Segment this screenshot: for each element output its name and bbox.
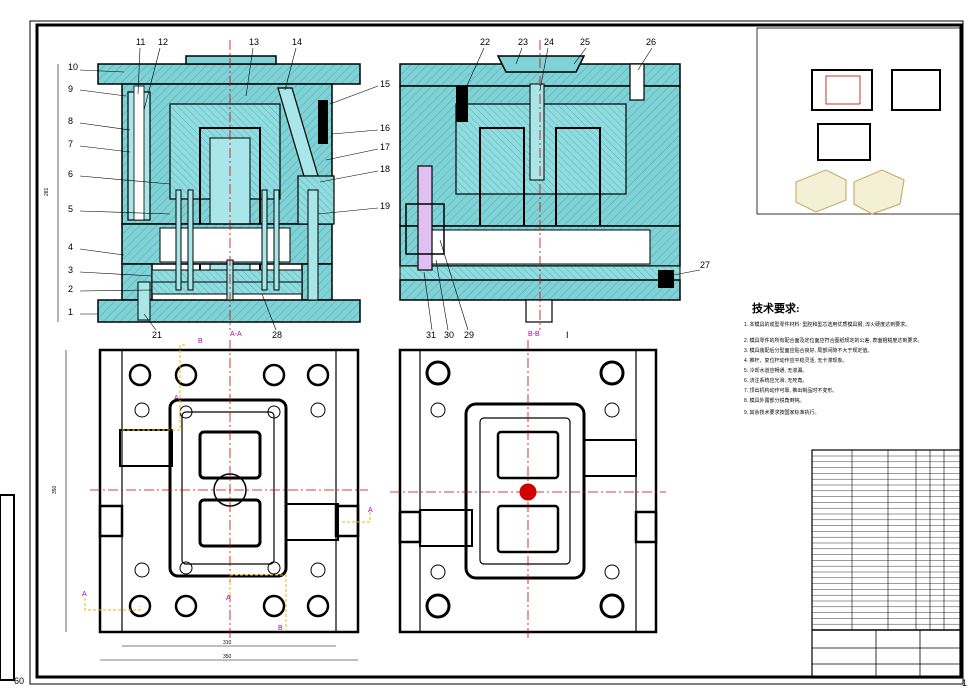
- part-3: 3: [68, 265, 73, 275]
- locating-ring: [185, 55, 277, 65]
- part-24: 24: [544, 37, 554, 47]
- slide-lock-screw: [318, 100, 328, 144]
- parts-list: [811, 449, 961, 679]
- svg-text:B: B: [198, 338, 203, 345]
- part-27: 27: [700, 260, 710, 270]
- left-section-view: 2 8 1: [44, 40, 361, 330]
- corner-mark-bottom-left: 60: [14, 676, 24, 686]
- part-13: 13: [249, 37, 259, 47]
- tech-title: 技术要求:: [752, 301, 800, 315]
- part-15: 15: [380, 79, 390, 89]
- part-30: 30: [444, 330, 454, 340]
- part-19: 19: [380, 201, 390, 211]
- right-plan-view: [390, 340, 666, 640]
- right-part-numbers: 22 23 24 25 26 27 31 30 29 B-B I: [426, 37, 710, 340]
- part-12: 12: [158, 37, 168, 47]
- plan-outline-left: [98, 348, 360, 634]
- left-stub-frame: [0, 494, 15, 681]
- plan-width-outer-dim: 350: [223, 654, 232, 660]
- screw-r1: [456, 86, 468, 122]
- parts-list-rows: [812, 455, 960, 625]
- section-label-right: B-B: [528, 331, 540, 338]
- top-clamp-plate: [97, 63, 361, 85]
- part-29: 29: [464, 330, 474, 340]
- corner-mark-right: 1: [962, 678, 967, 688]
- part-21: 21: [152, 330, 162, 340]
- tech-requirements: 技术要求: 1. 本模具的成型零件材料: 型腔和型芯选用优质模具钢, 淬火硬度达…: [744, 301, 922, 416]
- plan-height-dim: 350: [52, 485, 58, 494]
- plan-bolt-holes-right: [425, 360, 625, 619]
- tech-note-4: 4. 推杆、复位杆动作应平稳灵活, 无卡滞现象。: [744, 357, 847, 364]
- svg-text:A: A: [226, 595, 231, 602]
- left-leaders: [79, 47, 379, 331]
- part-16: 16: [380, 123, 390, 133]
- svg-text:A: A: [174, 395, 179, 402]
- inner-border: [35, 23, 963, 679]
- plan-width-inner-dim: 310: [223, 640, 232, 646]
- part-17: 17: [380, 142, 390, 152]
- part-9: 9: [68, 84, 73, 94]
- tech-note-5: 5. 冷却水道应畅通, 无渗漏。: [744, 367, 807, 374]
- part-6: 6: [68, 169, 73, 179]
- plan-bolt-holes-left: [128, 363, 330, 618]
- left-part-numbers: 10 9 8 7 6 5 4 3 2 1 11 12 13 14 15 16 1…: [68, 37, 390, 340]
- magenta-section-marks: B B A A A A: [82, 338, 373, 632]
- part-14: 14: [292, 37, 302, 47]
- tech-note-1: 1. 本模具的成型零件材料: 型腔和型芯选用优质模具钢, 淬火硬度达到要求。: [744, 321, 910, 328]
- tech-note-8: 8. 模具外露部分锐角倒钝。: [744, 397, 805, 404]
- part-22: 22: [480, 37, 490, 47]
- part-23: 23: [518, 37, 528, 47]
- base-screw: [137, 281, 151, 321]
- return-pin: [307, 189, 319, 301]
- part-8: 8: [68, 116, 73, 126]
- guide-bush: [133, 85, 145, 221]
- right-section-view: [399, 40, 681, 330]
- svg-text:A: A: [368, 507, 373, 514]
- ejector-hole: [525, 299, 553, 323]
- tech-note-2: 2. 模具零件的所有配合面及定位面应符合图纸规定的公差, 表面粗糙度达到要求。: [744, 337, 922, 344]
- svg-text:B: B: [278, 625, 283, 632]
- part-2: 2: [68, 284, 73, 294]
- part-25: 25: [580, 37, 590, 47]
- right-leaders: [423, 47, 701, 331]
- part-26: 26: [646, 37, 656, 47]
- ejector-space: [159, 227, 291, 263]
- part-11: 11: [136, 37, 145, 47]
- part-4: 4: [68, 242, 73, 252]
- left-plan-dims: [65, 350, 358, 661]
- tech-note-3: 3. 模具装配后分型面应贴合良好, 局部间隙不大于规定值。: [744, 347, 872, 354]
- plan-small-holes-right: [430, 402, 620, 580]
- left-plan-view: [84, 340, 371, 640]
- plan-small-holes-left: [134, 402, 326, 578]
- outer-border: [29, 20, 964, 685]
- section-label-left: A-A: [230, 331, 242, 338]
- part-31: 31: [426, 330, 436, 340]
- tech-note-9: 9. 其余技术要求按国家标准执行。: [744, 409, 820, 416]
- part-28: 28: [272, 330, 282, 340]
- section-cut-mark: I: [566, 330, 569, 340]
- guide-bush-r: [405, 203, 445, 255]
- sprue: [529, 83, 545, 181]
- guide-pillar-r: [417, 165, 433, 271]
- height-dim-text: 281: [44, 187, 50, 196]
- screw-r3: [658, 270, 674, 288]
- tech-note-7: 7. 顶出机构动作可靠, 推出制品时不变形。: [744, 387, 837, 394]
- part-1: 1: [68, 307, 73, 317]
- sprue-bushing-head: [496, 55, 586, 73]
- svg-text:A: A: [82, 591, 87, 598]
- part-18: 18: [380, 164, 390, 174]
- part-10: 10: [68, 62, 78, 72]
- part-views-box: [756, 27, 962, 215]
- tech-note-6: 6. 浇注系统应光滑, 无死角。: [744, 377, 807, 384]
- screw-r2: [629, 63, 645, 101]
- bottom-clamp-plate: [97, 299, 361, 323]
- part-5: 5: [68, 204, 73, 214]
- part-7: 7: [68, 139, 73, 149]
